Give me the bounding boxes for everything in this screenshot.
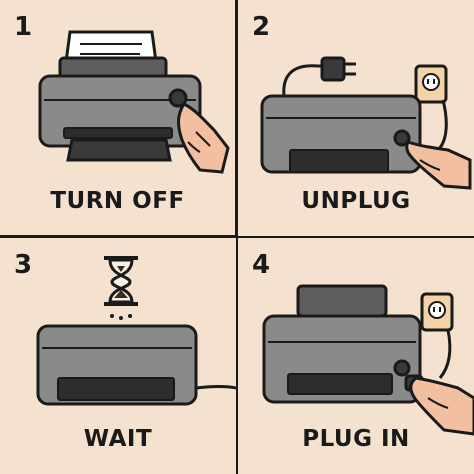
wall-outlet-icon <box>420 292 454 379</box>
step-number: 2 <box>252 12 271 42</box>
step-label: PLUG IN <box>302 426 410 452</box>
printer-icon <box>36 324 198 406</box>
paper-tray-icon <box>296 284 388 318</box>
printer-unplug-illustration <box>260 56 472 190</box>
printer-wait-illustration <box>36 256 236 406</box>
hand-icon <box>177 102 230 174</box>
step-label: TURN OFF <box>50 188 185 214</box>
step-number: 1 <box>14 12 33 42</box>
wall-outlet-icon <box>414 64 448 152</box>
printer-icon <box>38 56 202 162</box>
printer-plug-in-illustration <box>262 284 474 436</box>
hourglass-icon <box>104 256 138 320</box>
hand-icon <box>405 140 472 190</box>
printer-icon <box>262 314 422 404</box>
step-label: WAIT <box>83 426 153 452</box>
step-2-panel: 2 UNPLUG <box>238 0 474 236</box>
printer-turn-off-illustration <box>38 30 230 174</box>
step-3-panel: 3 WAIT <box>0 238 236 474</box>
step-1-panel: 1 TURN OFF <box>0 0 235 235</box>
power-cord-icon <box>282 64 322 97</box>
step-4-panel: 4 PLUG IN <box>238 238 474 474</box>
power-cord-icon <box>195 385 236 390</box>
printer-icon <box>260 94 422 174</box>
power-plug-icon <box>320 56 356 82</box>
step-label: UNPLUG <box>301 188 411 214</box>
step-number: 4 <box>252 250 271 280</box>
step-number: 3 <box>14 250 33 280</box>
hand-icon <box>409 376 474 436</box>
